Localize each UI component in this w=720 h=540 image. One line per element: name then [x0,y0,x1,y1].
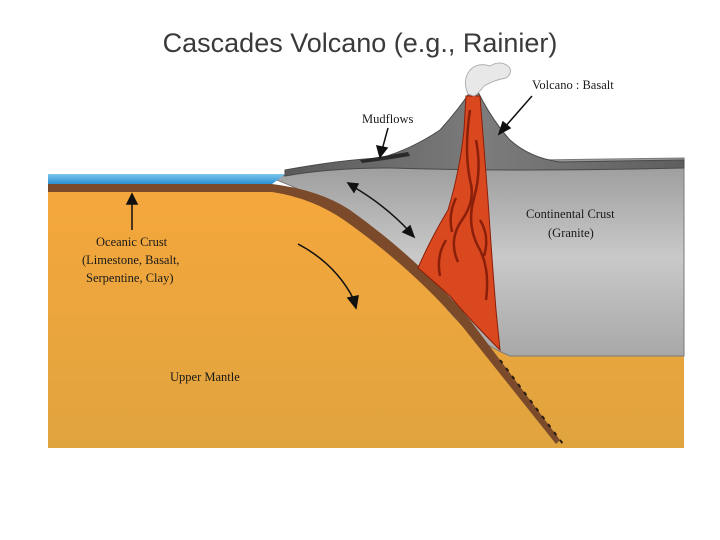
arrow-oceanic-crust [125,192,139,230]
arrow-mudflows [375,127,389,159]
page-title: Cascades Volcano (e.g., Rainier) [162,28,558,58]
ocean-water [48,174,285,184]
label-upper-mantle: Upper Mantle [170,370,240,384]
volcano-cone [284,91,685,177]
arrow-mantle-flow [297,243,359,310]
label-oceanic-crust: Oceanic Crust [96,235,168,249]
label-oceanic-composition-1: (Limestone, Basalt, [82,253,180,267]
steam-plume [464,62,512,97]
oceanic-crust-slab [48,184,560,444]
label-granite: (Granite) [548,226,594,240]
mudflow-deposit [360,152,410,163]
label-oceanic-composition-2: Serpentine, Clay) [86,271,173,285]
arrow-continental-motion [346,182,416,239]
label-volcano: Volcano : Basalt [532,78,614,92]
magma-veins [437,109,489,301]
label-continental-crust: Continental Crust [526,207,615,221]
arrow-volcano [497,95,533,136]
label-mudflows: Mudflows [362,112,414,126]
subduction-path-dotted [499,359,567,449]
